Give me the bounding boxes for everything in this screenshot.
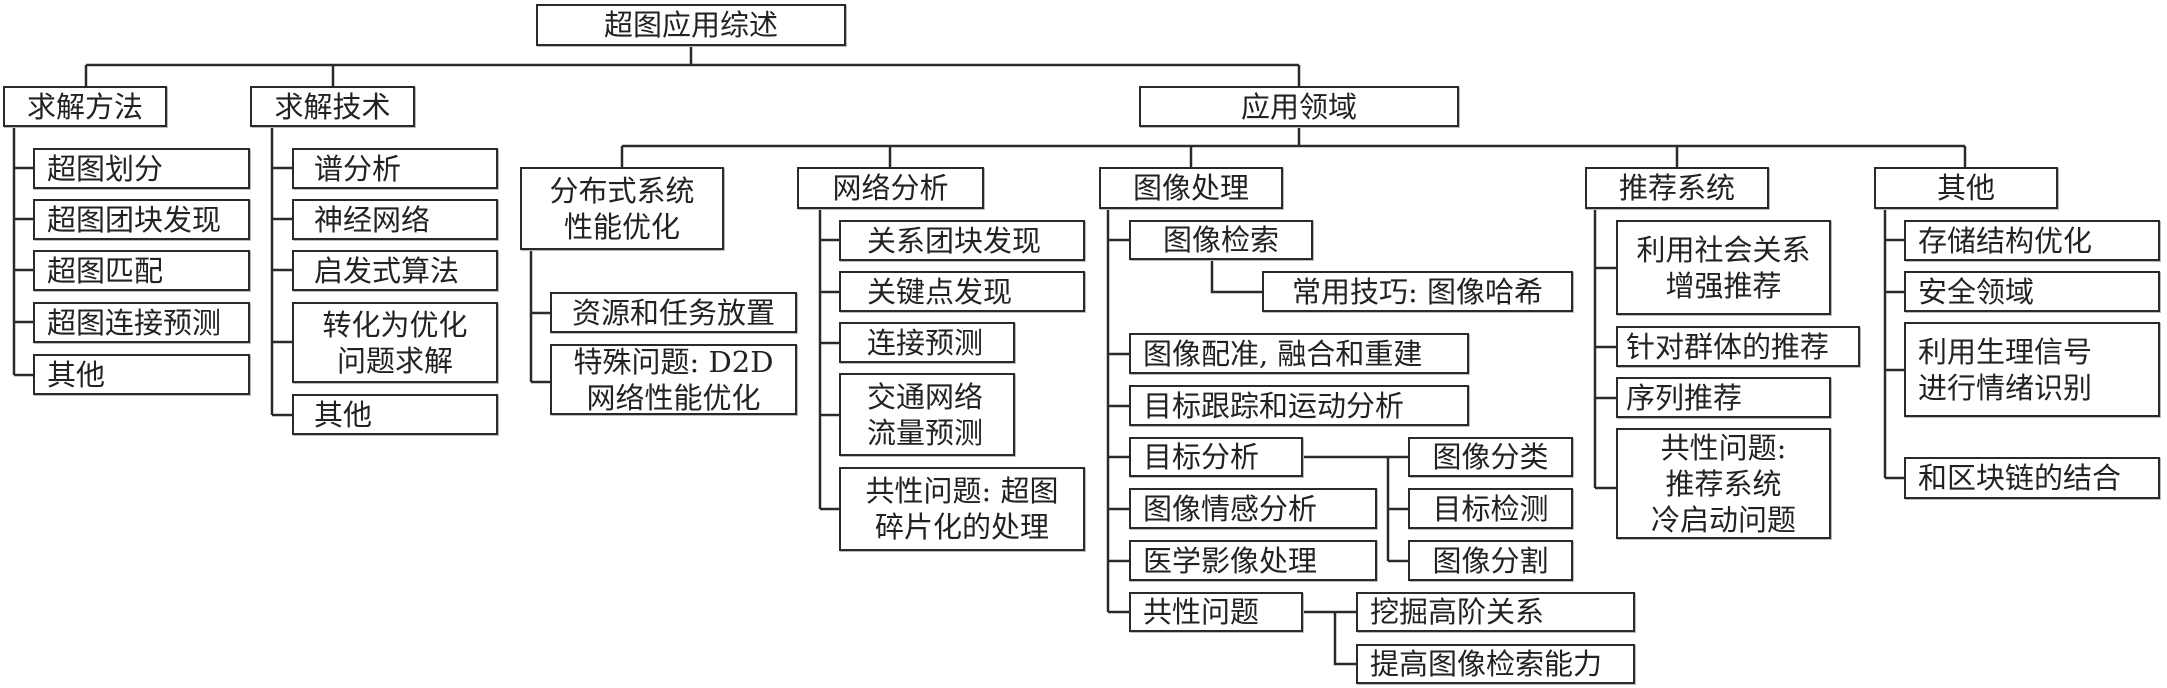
connector [1106,209,1129,614]
methods-item: 超图连接预测 [33,302,250,343]
network-item: 交通网络 流量预测 [839,373,1015,456]
image-node: 图像处理 [1099,167,1283,209]
techniques-item: 谱分析 [292,148,498,189]
methods-node: 求解方法 [3,86,167,127]
connector [1303,610,1356,666]
connector [818,209,839,511]
network-item: 关键点发现 [839,271,1085,312]
distributed-item: 特殊问题: D2D 网络性能优化 [550,344,797,415]
methods-item: 超图团块发现 [33,199,250,240]
methods-item: 超图划分 [33,148,250,189]
techniques-item: 转化为优化 问题求解 [292,302,498,383]
methods-item: 超图匹配 [33,250,250,291]
connector [270,127,292,417]
other-item: 和区块链的结合 [1904,457,2160,499]
image-common-item: 挖掘高阶关系 [1356,592,1635,632]
recommend-item: 针对群体的推荐 [1616,326,1860,367]
connector [12,127,33,377]
techniques-item: 其他 [292,394,498,435]
other-item: 利用生理信号 进行情绪识别 [1904,322,2160,417]
image-retrieval-node: 图像检索 [1129,220,1313,260]
network-item: 共性问题: 超图 碎片化的处理 [839,467,1085,551]
techniques-item: 神经网络 [292,199,498,240]
object-analysis-node: 目标分析 [1129,437,1303,477]
other-node: 其他 [1874,167,2058,209]
image-item: 图像情感分析 [1129,488,1377,529]
image-item: 医学影像处理 [1129,540,1377,581]
network-node: 网络分析 [797,167,984,209]
image-hash-tip: 常用技巧: 图像哈希 [1262,271,1573,312]
distributed-item: 资源和任务放置 [550,292,797,333]
methods-item: 其他 [33,354,250,395]
connector [1210,260,1262,294]
connector [1303,455,1408,563]
techniques-item: 启发式算法 [292,250,498,291]
network-item: 关系团块发现 [839,220,1085,261]
distributed-node: 分布式系统 性能优化 [520,167,724,250]
recommend-item: 共性问题: 推荐系统 冷启动问题 [1616,428,1831,539]
root-node: 超图应用综述 [536,4,846,46]
connector [529,250,550,384]
other-item: 存储结构优化 [1904,220,2160,261]
recommend-item: 利用社会关系 增强推荐 [1616,220,1831,315]
image-common-node: 共性问题 [1129,592,1303,632]
connector [1883,209,1904,480]
object-analysis-item: 目标检测 [1408,488,1573,529]
image-item: 图像配准, 融合和重建 [1129,333,1469,374]
image-item: 目标跟踪和运动分析 [1129,385,1469,426]
object-analysis-item: 图像分类 [1408,437,1573,477]
recommend-item: 序列推荐 [1616,377,1831,418]
object-analysis-item: 图像分割 [1408,540,1573,581]
recommend-node: 推荐系统 [1585,167,1769,209]
connector [1593,209,1616,490]
connector [84,46,1301,86]
applications-node: 应用领域 [1139,86,1459,127]
other-item: 安全领域 [1904,271,2160,312]
connector [620,127,1967,167]
image-common-item: 提高图像检索能力 [1356,644,1635,684]
network-item: 连接预测 [839,322,1015,363]
techniques-node: 求解技术 [250,86,415,127]
